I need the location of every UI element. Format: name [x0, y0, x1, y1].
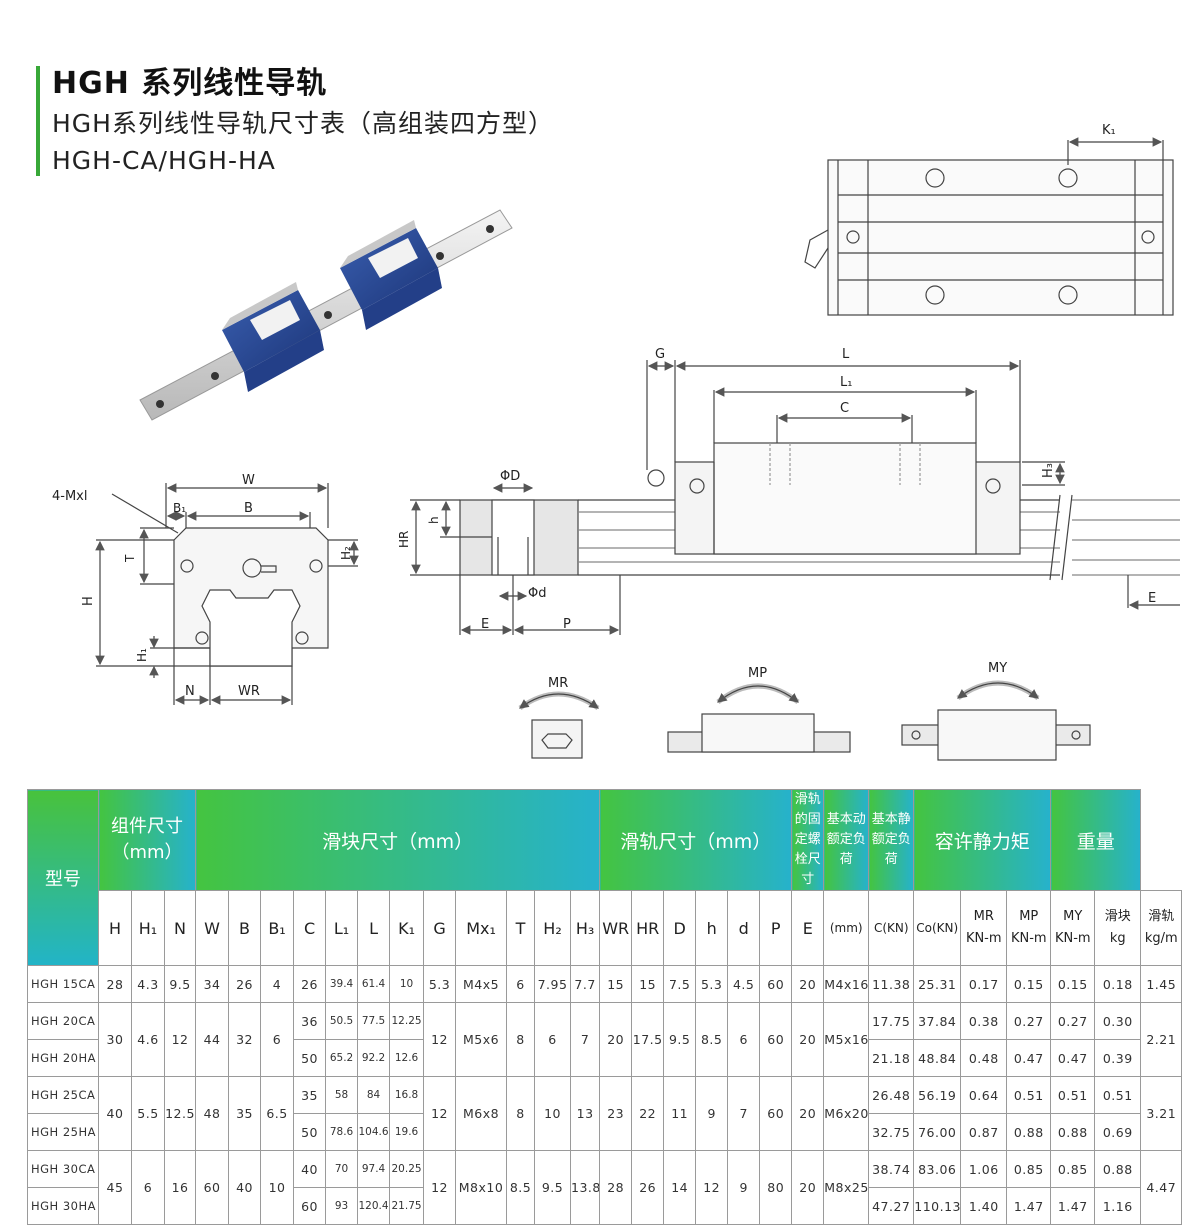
col-t: T [506, 890, 536, 966]
spec-table: 型号 组件尺寸（mm） 滑块尺寸（mm） 滑轨尺寸（mm） 滑轨的固定螺栓尺寸 … [27, 789, 1183, 1225]
label-my: MY [988, 661, 1007, 676]
col-h3: H₃ [570, 890, 601, 966]
label-h: H [81, 596, 96, 606]
label-g: G [655, 347, 665, 362]
page-title: HGH 系列线性导轨 [52, 66, 328, 101]
label-c: C [840, 401, 849, 416]
col-c0-kn: Co(KN) [913, 890, 962, 966]
header-block-dims: 滑块尺寸（mm） [195, 789, 601, 891]
col-l: L [357, 890, 391, 966]
header-model: 型号 [27, 789, 99, 966]
label-mr: MR [548, 676, 568, 691]
technical-drawings: K₁ G L L₁ C H₃ [52, 123, 1180, 761]
label-h-small: h [427, 516, 441, 524]
col-rail-weight: 滑轨 kg/m [1140, 890, 1183, 966]
model-series: HGH-CA/HGH-HA [52, 146, 276, 175]
col-b: B [228, 890, 262, 966]
col-h-small: h [695, 890, 729, 966]
label-h3: H₃ [1041, 463, 1056, 478]
label-l: L [842, 347, 850, 362]
col-mx1: Mx₁ [455, 890, 508, 966]
page-subtitle: HGH系列线性导轨尺寸表（高组装四方型） [52, 109, 554, 138]
col-mr: MR KN-m [960, 890, 1008, 966]
col-h: H [98, 890, 132, 966]
label-mp: MP [748, 666, 767, 681]
label-e: E [481, 617, 489, 632]
col-h2: H₂ [534, 890, 572, 966]
col-l1: L₁ [325, 890, 359, 966]
table-row: HGH 20CA 30 4.6 12 44 32 6 36 50.5 77.5 … [27, 1002, 1183, 1077]
col-d-big: D [663, 890, 697, 966]
label-hr: HR [397, 531, 411, 548]
table-row: HGH 20HA 50 65.2 92.2 12.6 21.18 48.84 0… [27, 1039, 1182, 1077]
col-c-kn: C(KN) [868, 890, 915, 966]
moment-mr-diagram [518, 691, 600, 759]
header-static-load: 基本静额定负荷 [868, 789, 915, 891]
col-wr: WR [599, 890, 633, 966]
header-static-moment: 容许静力矩 [913, 789, 1052, 891]
col-mp: MP KN-m [1006, 890, 1052, 966]
label-b: B [244, 501, 253, 516]
label-phi-small-d: Φd [528, 586, 546, 601]
col-k1: K₁ [389, 890, 425, 966]
accent-bar [36, 66, 40, 176]
label-mounting-screw: 4-Mxl [52, 489, 87, 504]
col-hr: HR [631, 890, 665, 966]
label-t: T [123, 554, 137, 563]
table-row: HGH 25CA 40 5.5 12.5 48 35 6.5 35 58 84 … [27, 1076, 1183, 1151]
top-view-drawing [804, 137, 1174, 316]
label-h1: H₁ [135, 648, 149, 662]
col-n: N [163, 890, 197, 966]
header-assembly-dims: 组件尺寸（mm） [97, 789, 197, 891]
front-view-drawing [95, 483, 359, 705]
header-bolt-size: 滑轨的固定螺栓尺寸 [791, 789, 825, 891]
label-k1: K₁ [1102, 123, 1116, 138]
moment-mp-diagram [667, 683, 851, 753]
col-p: P [759, 890, 793, 966]
col-h1: H₁ [131, 890, 165, 966]
col-d-small: d [727, 890, 761, 966]
table-column-header: H H₁ N W B B₁ C L₁ L K₁ G Mx₁ T H₂ H₃ WR… [28, 890, 1183, 966]
col-e: E [791, 890, 825, 966]
label-phi-big-d: ΦD [500, 469, 520, 484]
table-row: HGH 25HA 50 78.6 104.6 19.6 32.75 76.00 … [27, 1113, 1182, 1151]
col-b1: B₁ [260, 890, 295, 966]
table-group-header: 型号 组件尺寸（mm） 滑块尺寸（mm） 滑轨尺寸（mm） 滑轨的固定螺栓尺寸 … [27, 789, 1182, 966]
label-wr: WR [238, 684, 260, 699]
label-w: W [242, 473, 255, 488]
col-w: W [195, 890, 230, 966]
label-b1: B₁ [173, 501, 186, 515]
col-g: G [423, 890, 457, 966]
col-my: MY KN-m [1050, 890, 1096, 966]
table-row: HGH 15CA 28 4.3 9.5 34 26 4 26 39.4 61.4… [27, 965, 1183, 1003]
col-block-weight: 滑块 kg [1094, 890, 1142, 966]
header-rail-dims: 滑轨尺寸（mm） [599, 789, 793, 891]
col-bolt-mm: (mm) [823, 890, 870, 966]
label-e-right: E [1148, 591, 1156, 606]
col-c: C [293, 890, 327, 966]
label-n: N [185, 684, 195, 699]
side-view-drawing [410, 360, 1180, 635]
label-h2: H₂ [339, 546, 353, 560]
label-l1: L₁ [840, 375, 852, 390]
label-p: P [563, 617, 571, 632]
header-weight: 重量 [1050, 789, 1142, 891]
product-photo [139, 209, 513, 421]
moment-my-diagram [901, 680, 1091, 761]
header-dynamic-load: 基本动额定负荷 [823, 789, 870, 891]
table-row: HGH 30CA 45 6 16 60 40 10 40 70 97.4 20.… [27, 1150, 1183, 1225]
